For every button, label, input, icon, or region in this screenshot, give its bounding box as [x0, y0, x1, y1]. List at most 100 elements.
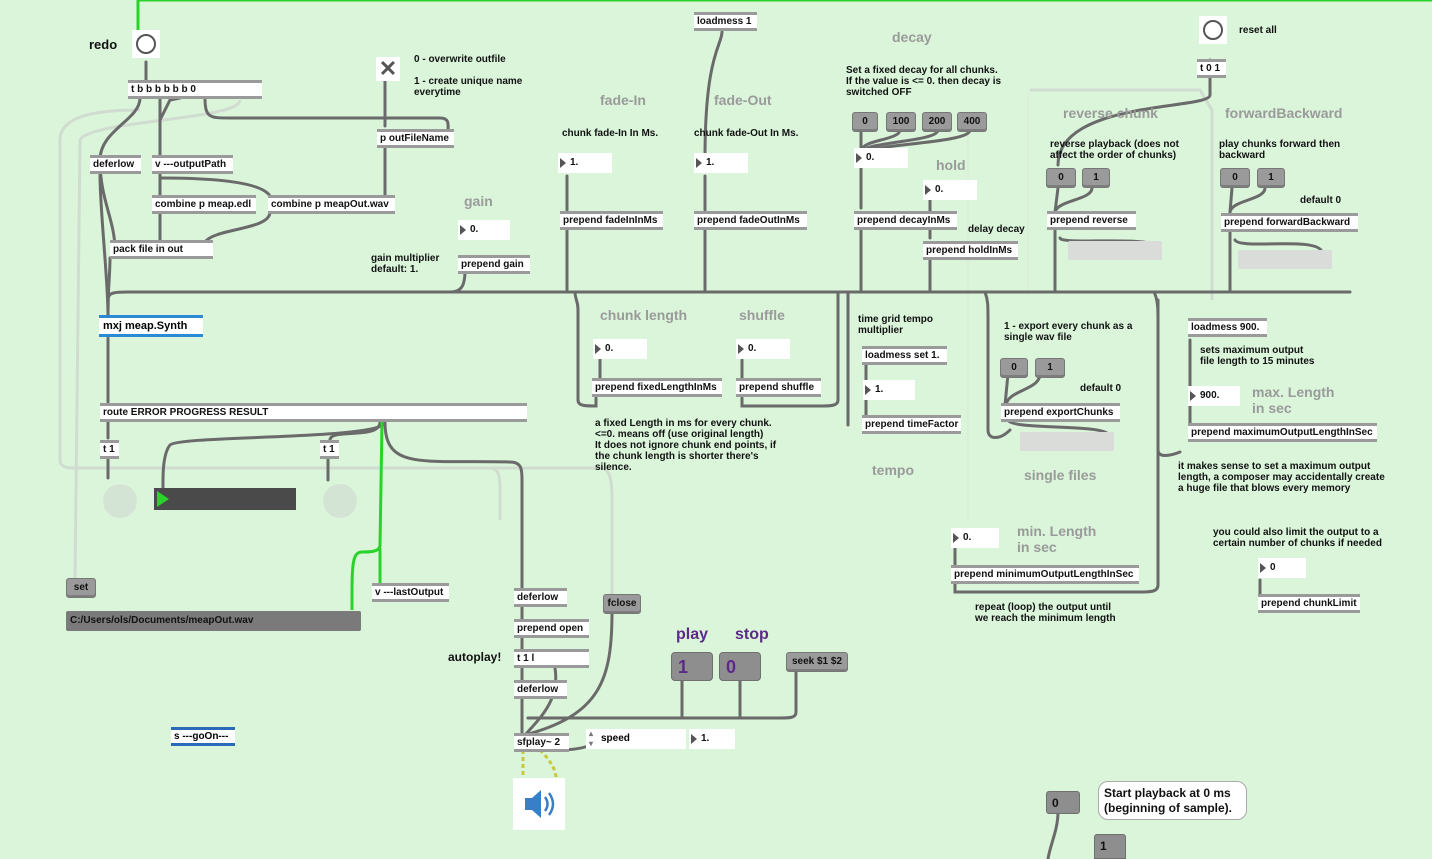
pack-box[interactable]: pack file in out: [110, 240, 213, 259]
max-length-number[interactable]: 900.: [1188, 386, 1240, 406]
export-status-display: [1020, 432, 1114, 451]
prepend-fixedlength-box[interactable]: prepend fixedLengthInMs: [592, 378, 722, 397]
prepend-exportchunks-box[interactable]: prepend exportChunks: [1001, 403, 1120, 422]
fadeout-number[interactable]: 1.: [694, 153, 748, 173]
prepend-maxlength-box[interactable]: prepend maximumOutputLengthInSec: [1188, 423, 1377, 442]
start-position-number[interactable]: 0: [1046, 791, 1080, 814]
reverse-0-button[interactable]: 0: [1046, 168, 1076, 188]
gain-title: gain: [464, 193, 493, 209]
combine-edl-box[interactable]: combine p meap.edl: [152, 195, 256, 214]
trigger-t11[interactable]: t 1 l: [514, 649, 589, 668]
shuffle-title: shuffle: [739, 307, 785, 323]
trigger-main[interactable]: t b b b b b b 0: [128, 80, 262, 99]
result-indicator-led: [323, 484, 357, 518]
message-one-button[interactable]: 1: [1094, 834, 1126, 859]
outfilename-subpatch[interactable]: p outFileName: [377, 129, 454, 148]
progress-thumb-icon: [157, 491, 169, 507]
decay-preset-200-button[interactable]: 200: [922, 112, 952, 132]
prepend-hold-box[interactable]: prepend holdInMs: [923, 241, 1018, 260]
last-output-value[interactable]: v ---lastOutput: [372, 583, 449, 602]
meap-synth-object[interactable]: mxj meap.Synth: [99, 315, 203, 337]
hold-title: hold: [936, 157, 966, 173]
prepend-forward-box[interactable]: prepend forwardBackward: [1221, 213, 1358, 232]
decay-title: decay: [892, 29, 932, 45]
min-length-note: repeat (loop) the output until we reach …: [975, 602, 1116, 624]
reset-bang-button[interactable]: [1199, 16, 1227, 44]
prepend-timefactor-box[interactable]: prepend timeFactor: [862, 415, 961, 434]
outfile-options-note: 0 - overwrite outfile 1 - create unique …: [414, 54, 523, 98]
audio-output-button[interactable]: [513, 778, 565, 830]
outfile-toggle[interactable]: ✕: [376, 57, 400, 81]
chunk-length-number[interactable]: 0.: [593, 339, 647, 359]
fadein-number[interactable]: 1.: [558, 153, 612, 173]
combine-wav-box[interactable]: combine p meapOut.wav: [268, 195, 395, 214]
loadmess-tempo-box[interactable]: loadmess set 1.: [862, 346, 947, 365]
gain-number[interactable]: 0.: [458, 220, 510, 240]
forward-0-button[interactable]: 0: [1220, 168, 1250, 188]
player-deferlow-b[interactable]: deferlow: [514, 680, 567, 699]
prepend-open-box[interactable]: prepend open: [514, 619, 589, 638]
prepend-minlength-box[interactable]: prepend minimumOutputLengthInSec: [951, 565, 1139, 584]
decay-note: Set a fixed decay for all chunks. If the…: [846, 65, 1002, 98]
redo-bang-button[interactable]: [132, 30, 160, 58]
chunk-limit-number[interactable]: 0: [1258, 558, 1306, 578]
export-0-button[interactable]: 0: [1000, 358, 1028, 378]
fclose-button[interactable]: fclose: [603, 594, 641, 614]
deferlow-box[interactable]: deferlow: [90, 155, 141, 174]
reset-trigger[interactable]: t 0 1: [1197, 59, 1226, 78]
prepend-gain-box[interactable]: prepend gain: [458, 255, 530, 274]
decay-preset-100-button[interactable]: 100: [886, 112, 916, 132]
playback-hint-bubble: Start playback at 0 ms (beginning of sam…: [1098, 781, 1247, 820]
sfplay-object[interactable]: sfplay~ 2: [514, 733, 569, 752]
output-path-value[interactable]: v ---outputPath: [152, 155, 233, 174]
shuffle-number[interactable]: 0.: [736, 339, 790, 359]
min-length-title: min. Length in sec: [1017, 523, 1097, 555]
prepend-decay-box[interactable]: prepend decayInMs: [854, 211, 957, 230]
prepend-reverse-box[interactable]: prepend reverse: [1047, 211, 1136, 230]
speed-label-text: speed: [601, 733, 630, 744]
error-indicator-led: [103, 484, 137, 518]
min-length-number[interactable]: 0.: [951, 528, 999, 548]
set-message-button[interactable]: set: [66, 578, 96, 598]
prepend-fadeout-box[interactable]: prepend fadeOutInMs: [694, 211, 807, 230]
tempo-number[interactable]: 1.: [863, 380, 915, 400]
seek-message-button[interactable]: seek $1 $2: [786, 652, 848, 672]
prepend-shuffle-box[interactable]: prepend shuffle: [736, 378, 821, 397]
chunk-length-title: chunk length: [600, 307, 688, 323]
export-note: 1 - export every chunk as a single wav f…: [1004, 321, 1133, 343]
decay-number[interactable]: 0.: [854, 148, 908, 168]
close-icon: ✕: [378, 56, 398, 81]
trigger-left[interactable]: t 1: [100, 440, 119, 459]
export-default-note: default 0: [1080, 383, 1122, 394]
loadmess-1-box[interactable]: loadmess 1: [694, 12, 757, 31]
reverse-1-button[interactable]: 1: [1082, 168, 1110, 188]
trigger-right[interactable]: t 1: [320, 440, 339, 459]
stop-button[interactable]: 0: [719, 652, 761, 681]
play-button[interactable]: 1: [671, 652, 713, 681]
speaker-icon: [525, 790, 555, 818]
speed-label: ▴▾ speed: [586, 729, 686, 749]
route-box[interactable]: route ERROR PROGRESS RESULT: [100, 403, 527, 422]
reset-label: reset all: [1239, 25, 1277, 36]
speed-number[interactable]: 1.: [689, 729, 735, 749]
export-1-button[interactable]: 1: [1035, 358, 1065, 378]
loadmess-900-box[interactable]: loadmess 900.: [1188, 318, 1267, 337]
prepend-fadein-box[interactable]: prepend fadeInInMs: [560, 211, 663, 230]
hold-number[interactable]: 0.: [923, 180, 977, 200]
send-goon-box[interactable]: s ---goOn---: [171, 727, 235, 746]
forward-1-button[interactable]: 1: [1257, 168, 1285, 188]
decay-preset-400-button[interactable]: 400: [957, 112, 987, 132]
gain-note: gain multiplier default: 1.: [371, 253, 440, 275]
output-path-display[interactable]: C:/Users/ols/Documents/meapOut.wav: [66, 611, 361, 631]
chunk-length-note: a fixed Length in ms for every chunk. <=…: [595, 418, 777, 473]
prepend-chunklimit-box[interactable]: prepend chunkLimit: [1258, 594, 1360, 613]
reverse-status-display: [1068, 241, 1162, 260]
autoplay-label: autoplay!: [448, 650, 502, 664]
fadein-note: chunk fade-In In Ms.: [562, 128, 659, 139]
player-deferlow-a[interactable]: deferlow: [514, 588, 567, 607]
progress-slider[interactable]: [154, 488, 296, 510]
single-files-title: single files: [1024, 467, 1097, 483]
reverse-title: reverse chunk: [1063, 105, 1158, 121]
decay-preset-0-button[interactable]: 0: [852, 112, 878, 132]
hold-note: delay decay: [968, 224, 1025, 235]
